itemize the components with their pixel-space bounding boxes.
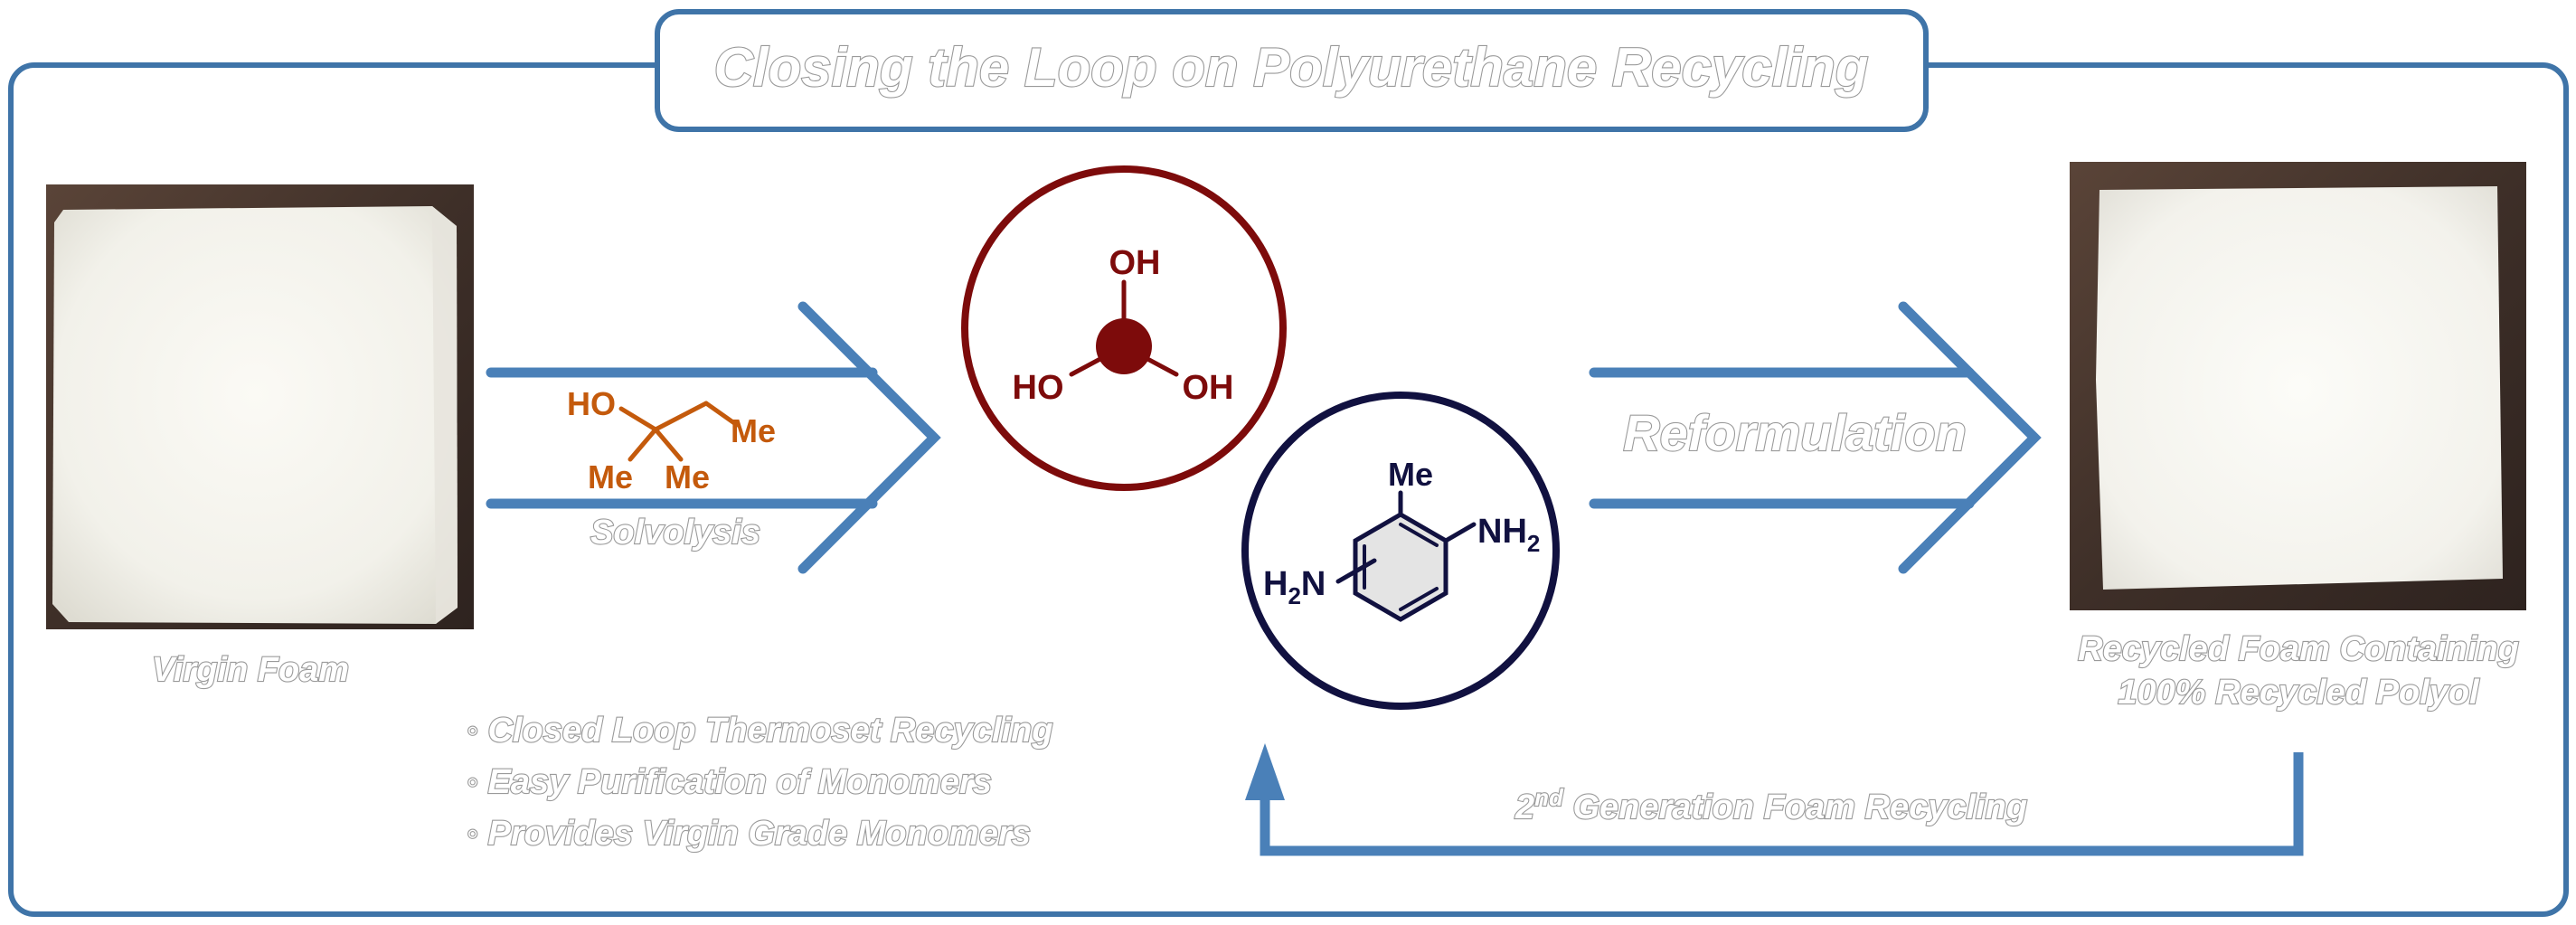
diamine-h2n-left-label: H2N bbox=[1263, 565, 1326, 609]
bullet-item: ◦Provides Virgin Grade Monomers bbox=[467, 815, 1031, 853]
up-arrowhead-icon bbox=[1245, 743, 1285, 800]
page-title: Closing the Loop on Polyurethane Recycli… bbox=[714, 37, 1869, 98]
bullet-item: ◦Closed Loop Thermoset Recycling bbox=[467, 712, 1052, 750]
reformulation-arrow bbox=[1589, 301, 2042, 574]
solvent-structure: HO Me Me Me bbox=[567, 385, 776, 496]
solvent-ho-label: HO bbox=[567, 385, 616, 422]
polyol-ho-left-label: HO bbox=[1013, 369, 1064, 407]
diamine-structure: Me NH2 H2N bbox=[1241, 392, 1560, 710]
reformulation-label: Reformulation bbox=[1623, 404, 1967, 461]
recycled-foam-label-line2: 100% Recycled Polyol bbox=[2118, 674, 2480, 712]
diamine-nh2-right-label: NH2 bbox=[1477, 513, 1540, 557]
virgin-foam-photo bbox=[46, 184, 474, 629]
bullet-item: ◦Easy Purification of Monomers bbox=[467, 763, 992, 801]
recycled-foam-photo bbox=[2070, 162, 2526, 610]
polyol-oh-top-label: OH bbox=[1109, 244, 1161, 282]
solvent-me-bottom-label: Me bbox=[665, 458, 710, 496]
bullet-list: ◦Closed Loop Thermoset Recycling ◦Easy P… bbox=[466, 711, 1054, 854]
second-generation-arrow bbox=[1245, 743, 2304, 856]
solvolysis-arrow bbox=[486, 301, 941, 574]
solvolysis-label: Solvolysis bbox=[590, 514, 760, 552]
solvent-me-left-label: Me bbox=[588, 458, 633, 496]
second-generation-label: 2nd Generation Foam Recycling bbox=[1514, 784, 2027, 826]
polyol-oh-right-label: OH bbox=[1183, 369, 1234, 407]
recycled-foam-label-line1: Recycled Foam Containing bbox=[2078, 630, 2519, 668]
solvent-me-right-label: Me bbox=[731, 412, 776, 449]
polyol-core-icon bbox=[1096, 318, 1152, 374]
diamine-me-label: Me bbox=[1388, 456, 1433, 493]
polyol-structure: OH HO OH bbox=[961, 165, 1287, 491]
title-box bbox=[655, 9, 1929, 132]
virgin-foam-label: Virgin Foam bbox=[152, 651, 349, 689]
